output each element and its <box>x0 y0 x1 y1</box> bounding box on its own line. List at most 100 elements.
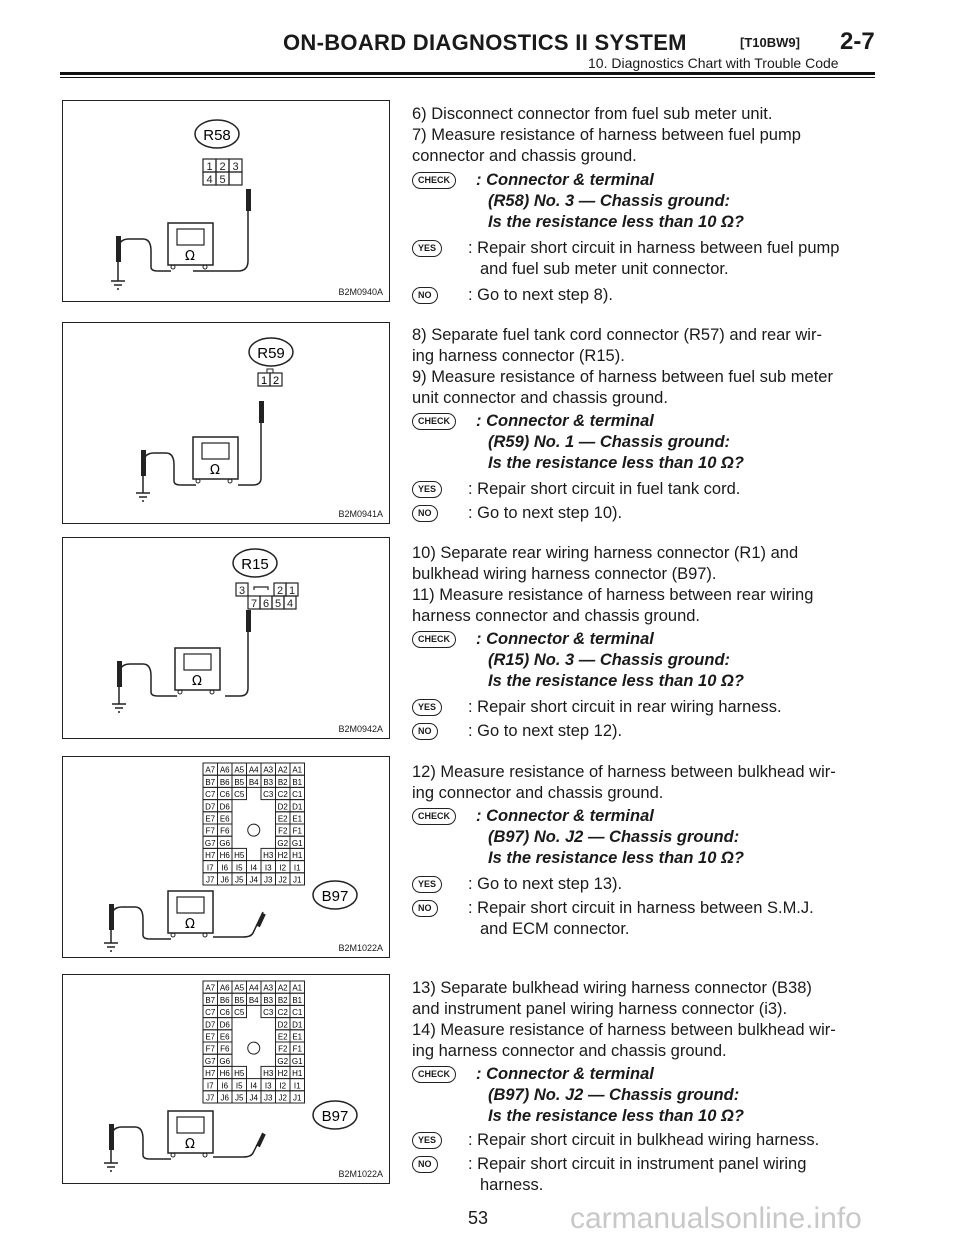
check-badge: CHECK <box>412 808 457 826</box>
pin-label: I4 <box>250 1081 257 1090</box>
step-11-cont: harness connector and chassis ground. <box>412 607 701 625</box>
page-title: ON-BOARD DIAGNOSTICS II SYSTEM <box>283 30 687 55</box>
pin-label: 2 <box>273 375 279 387</box>
no-answer: : Repair short circuit in instrument pan… <box>468 1155 807 1173</box>
pin-label: C7 <box>205 1008 216 1017</box>
pin-label: C5 <box>234 790 245 799</box>
step-13: 13) Separate bulkhead wiring harness con… <box>412 979 812 997</box>
yes-answer: : Repair short circuit in harness betwee… <box>468 239 840 257</box>
pin-label: J7 <box>206 876 215 885</box>
step-10: 10) Separate rear wiring harness connect… <box>412 544 799 562</box>
pin-label: A1 <box>292 766 302 775</box>
pin-label: I7 <box>207 863 214 872</box>
check-text: : Connector & terminal <box>476 412 654 430</box>
pin-label: I2 <box>279 863 286 872</box>
pin-label: E1 <box>292 815 302 824</box>
pin-label: 3 <box>239 585 245 597</box>
pin-label: 5 <box>275 598 281 610</box>
figure-code: B2M1022A <box>338 1169 383 1179</box>
step-9: 9) Measure resistance of harness between… <box>412 368 833 386</box>
pin-label: 2 <box>277 585 283 597</box>
pin-label: 1 <box>289 585 295 597</box>
pin-label: A3 <box>263 984 273 993</box>
pin-label: D7 <box>205 1020 216 1029</box>
pin-label: 3 <box>232 161 238 173</box>
pin-label: G7 <box>205 839 216 848</box>
pin-label: J7 <box>206 1094 215 1103</box>
pin-label: H3 <box>263 1069 274 1078</box>
step-7: 7) Measure resistance of harness between… <box>412 126 801 144</box>
connector-label: B97 <box>322 1108 349 1125</box>
pin-label: H2 <box>278 1069 289 1078</box>
pin-label: H1 <box>292 851 303 860</box>
pin-label: H2 <box>278 851 289 860</box>
yes-badge: YES <box>412 240 443 258</box>
pin-label: H7 <box>205 851 216 860</box>
pin-label: J5 <box>235 876 244 885</box>
pin-label: G1 <box>292 839 303 848</box>
pin-label: C3 <box>263 1008 274 1017</box>
pin-cell <box>289 1090 305 1104</box>
pin-label: I3 <box>265 863 272 872</box>
page-number: 53 <box>468 1208 489 1228</box>
pin-label: 6 <box>263 598 269 610</box>
pin-label: 7 <box>251 598 257 610</box>
pin-label: B7 <box>205 996 215 1005</box>
no-badge: NO <box>412 505 438 523</box>
pin-label: B6 <box>220 778 230 787</box>
step-13-cont: and instrument panel wiring harness conn… <box>412 1000 788 1018</box>
pin-label: I6 <box>221 863 228 872</box>
connector-lock <box>247 823 261 837</box>
pin-label: C5 <box>234 1008 245 1017</box>
pin-label: D6 <box>220 1020 231 1029</box>
svg-text:Ω: Ω <box>185 917 195 932</box>
header-rule <box>60 72 875 75</box>
no-answer: : Go to next step 10). <box>468 504 623 522</box>
no-answer: : Repair short circuit in harness betwee… <box>468 899 814 917</box>
figure-code: B2M0941A <box>338 509 383 519</box>
pin-label: G6 <box>219 839 230 848</box>
pin-label: B2 <box>278 996 288 1005</box>
pin-label: B3 <box>263 778 273 787</box>
check-text: (R15) No. 3 — Chassis ground: <box>488 651 731 669</box>
pin-label: C6 <box>220 790 231 799</box>
pin-label: J3 <box>264 876 273 885</box>
check-text: (B97) No. J2 — Chassis ground: <box>488 1086 740 1104</box>
pin-label: A6 <box>220 984 230 993</box>
figure-r59: R59 1 2 Ω B2M0941A <box>62 322 390 524</box>
step-12: 12) Measure resistance of harness betwee… <box>412 763 836 781</box>
check-question: Is the resistance less than 10 Ω? <box>488 213 744 231</box>
svg-text:Ω: Ω <box>210 463 220 478</box>
svg-text:Ω: Ω <box>185 1137 195 1152</box>
pin-label: D2 <box>278 802 289 811</box>
pin-label: B5 <box>234 996 244 1005</box>
yes-answer: : Repair short circuit in bulkhead wirin… <box>468 1131 820 1149</box>
pin-label: J2 <box>279 1094 288 1103</box>
connector-label: R58 <box>203 127 231 144</box>
pin-label: C2 <box>278 790 289 799</box>
pin-label: C7 <box>205 790 216 799</box>
pin-label: E6 <box>220 1033 230 1042</box>
pin-label: B1 <box>292 778 302 787</box>
step-8: 8) Separate fuel tank cord connector (R5… <box>412 326 822 344</box>
pin-label: 2 <box>219 161 225 173</box>
pin-label: J3 <box>264 1094 273 1103</box>
no-answer-cont: and ECM connector. <box>480 920 630 938</box>
pin-label: F7 <box>206 1045 216 1054</box>
pin-label: 4 <box>206 174 212 186</box>
pin-label: E7 <box>205 815 215 824</box>
pin-label: I5 <box>236 1081 243 1090</box>
pin-label: E2 <box>278 1033 288 1042</box>
header-rule-thin <box>60 77 875 78</box>
connector-label: R59 <box>257 345 285 362</box>
pin-label: H7 <box>205 1069 216 1078</box>
yes-badge: YES <box>412 876 443 894</box>
pin-label: H3 <box>263 851 274 860</box>
yes-answer: : Repair short circuit in fuel tank cord… <box>468 480 741 498</box>
pin-label: B2 <box>278 778 288 787</box>
figure-code: B2M0940A <box>338 287 383 297</box>
step-9-cont: unit connector and chassis ground. <box>412 389 668 407</box>
pin-label: A7 <box>205 766 215 775</box>
